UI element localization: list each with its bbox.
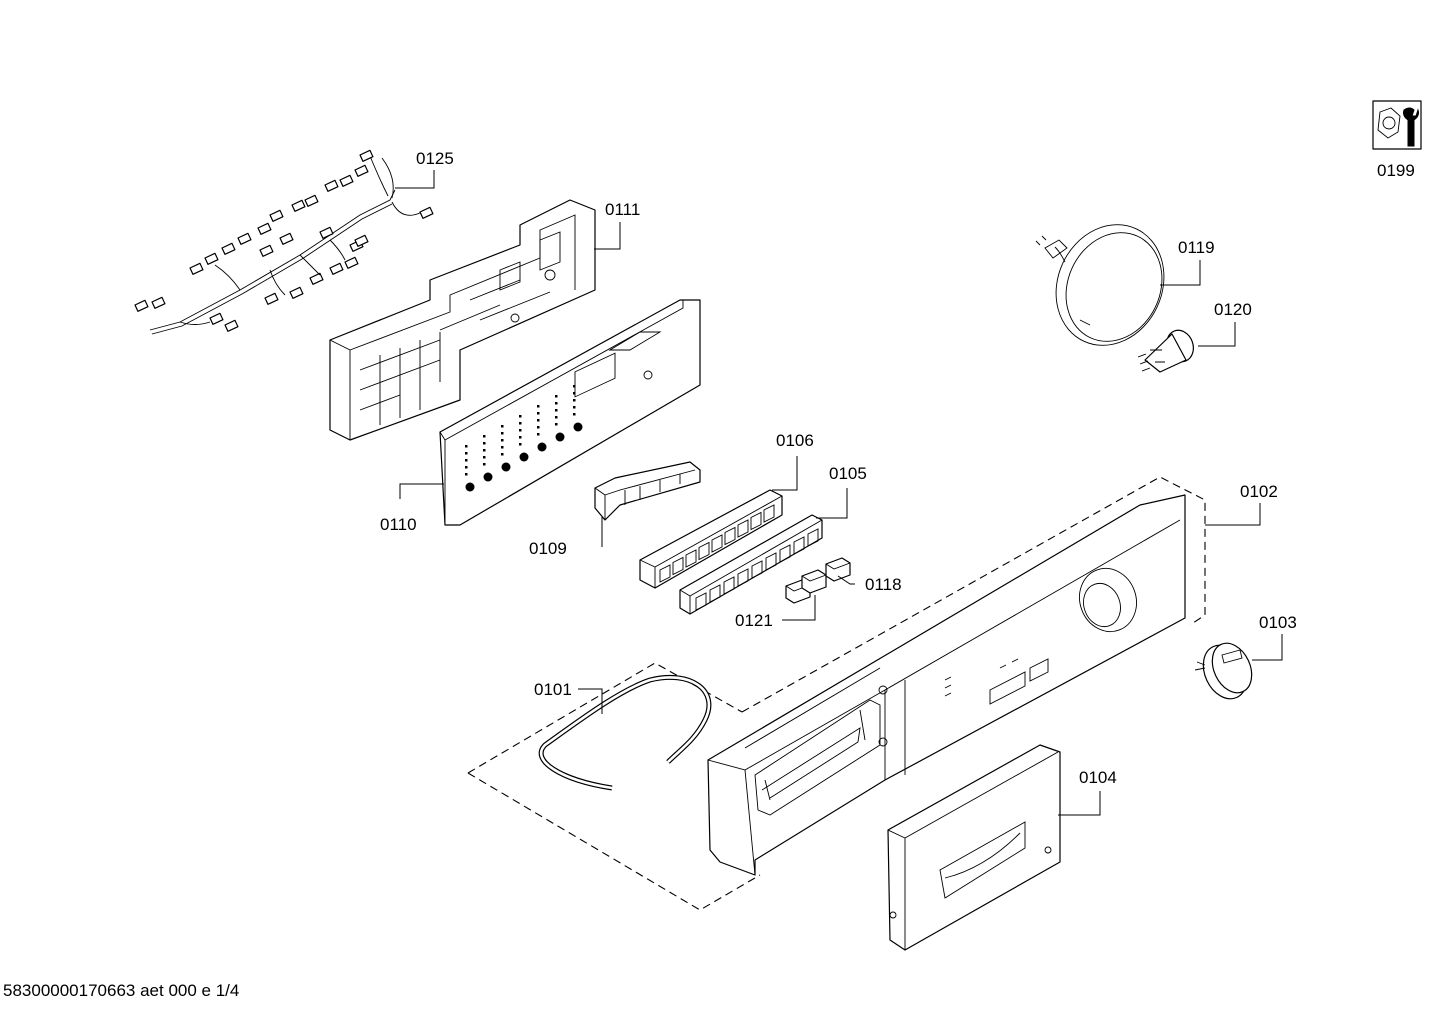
- program-selector-knob: [1194, 642, 1253, 700]
- callout-0109: 0109: [529, 539, 567, 558]
- callout-0119: 0119: [1178, 238, 1215, 257]
- callout-0125: 0125: [416, 149, 454, 168]
- push-buttons-0121: [785, 569, 827, 604]
- callout-0199: 0199: [1377, 161, 1415, 180]
- callout-0102: 0102: [1240, 482, 1278, 501]
- light-guide-0106: [639, 489, 783, 589]
- power-cord: [1035, 224, 1165, 346]
- callout-0121: 0121: [735, 611, 773, 630]
- control-unit-housing: [329, 199, 596, 441]
- leader-lines: [395, 170, 1283, 816]
- callout-0105: 0105: [829, 464, 867, 483]
- electronic-module-board: [439, 299, 701, 526]
- interference-suppressor: [1137, 329, 1194, 373]
- light-guide-0105: [679, 514, 823, 615]
- seal-cord: [538, 674, 712, 791]
- bracket: [594, 461, 701, 521]
- callout-0104: 0104: [1079, 768, 1117, 787]
- callout-0120: 0120: [1214, 300, 1252, 319]
- callout-0103: 0103: [1259, 613, 1297, 632]
- wrench-nut-icon: [1372, 100, 1422, 150]
- callout-0111: 0111: [605, 200, 640, 219]
- callout-0106: 0106: [776, 431, 814, 450]
- push-button-0118: [825, 557, 851, 582]
- document-code: 58300000170663 aet 000 e 1/4: [3, 981, 240, 1000]
- callout-0101: 0101: [534, 680, 572, 699]
- dashed-assembly-outline-0102: [741, 476, 1206, 713]
- drawer-front-panel: [887, 744, 1061, 951]
- wiring-harness: [134, 149, 434, 335]
- seal-group-outline: [467, 662, 761, 911]
- callout-0110: 0110: [380, 515, 417, 534]
- callout-0118: 0118: [865, 575, 902, 594]
- callout-labels: 0125 0111 0110 0109 0106 0105 0118 0121 …: [380, 149, 1415, 787]
- control-panel-fascia: [707, 494, 1186, 876]
